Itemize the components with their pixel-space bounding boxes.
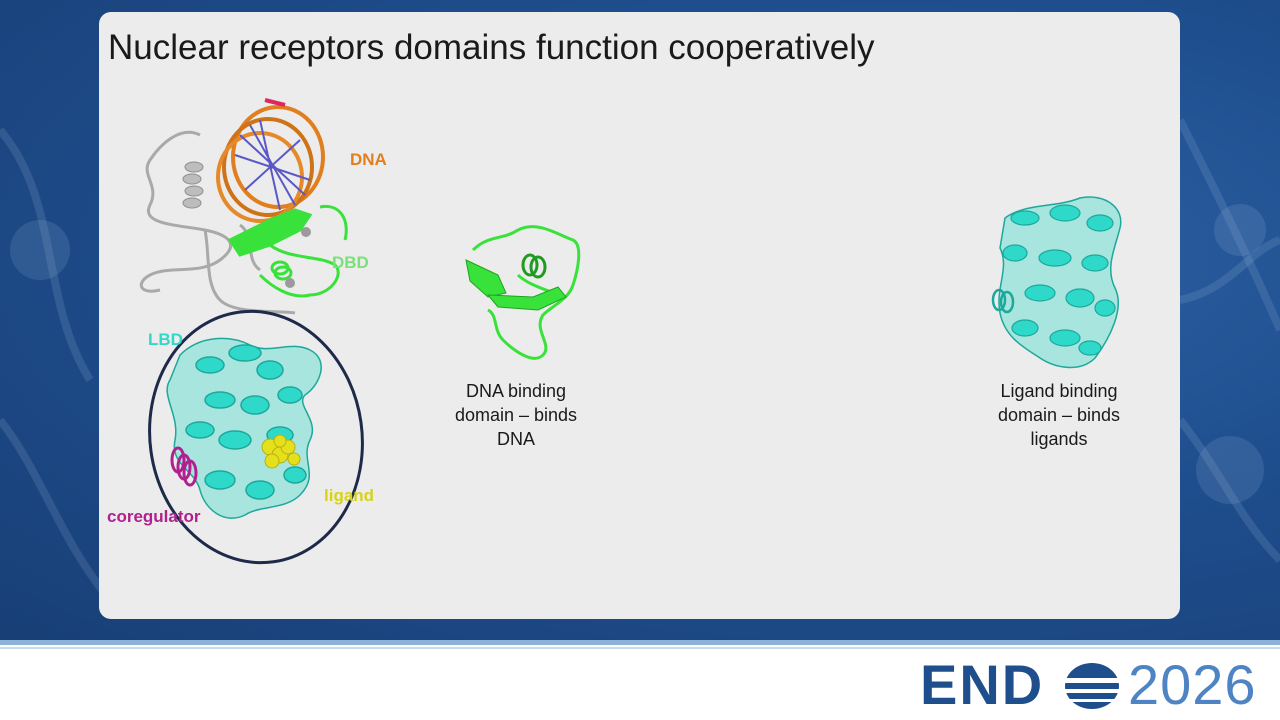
- dbd-domain: [227, 204, 348, 298]
- dna-binding-caption-line1: DNA binding: [465, 381, 567, 401]
- receptor-complex-illustration: [139, 98, 364, 565]
- lbd-label: LBD: [148, 330, 183, 349]
- slide-title: Nuclear receptors domains function coope…: [108, 28, 875, 67]
- footer-divider: [0, 640, 1280, 645]
- globe-icon: [1062, 663, 1122, 709]
- dna-binding-caption: DNA binding domain – binds DNA: [431, 379, 601, 451]
- ligand-molecule: [261, 434, 301, 469]
- lbd-domain: [166, 337, 322, 519]
- ligand-label: ligand: [324, 486, 375, 505]
- background-neuron-art: [0, 118, 1280, 603]
- dbd-label: DBD: [332, 253, 369, 272]
- dna-binding-caption-line3: DNA: [496, 429, 535, 449]
- ligand-binding-caption: Ligand binding domain – binds ligands: [974, 379, 1144, 451]
- gray-helix: [182, 161, 204, 209]
- ligand-binding-caption-line3: ligands: [1030, 429, 1088, 449]
- logo-year-text: 2026: [1128, 653, 1257, 716]
- logo-end-text: END: [920, 653, 1045, 716]
- coregulator-helix: [170, 446, 198, 487]
- footer-divider-thin: [0, 647, 1280, 649]
- lbd-outline-circle: [148, 309, 364, 565]
- ligand-binding-caption-line2: domain – binds: [997, 405, 1121, 425]
- dna-label: DNA: [350, 150, 387, 169]
- zinc-ions: [285, 227, 311, 288]
- dna-double-helix: [216, 98, 325, 223]
- coregulator-label: coregulator: [107, 507, 201, 526]
- dna-binding-domain-structure: [465, 225, 581, 360]
- dna-binding-caption-line2: domain – binds: [454, 405, 578, 425]
- ligand-binding-caption-line1: Ligand binding: [1000, 381, 1118, 401]
- ligand-binding-domain-structure: [991, 196, 1122, 369]
